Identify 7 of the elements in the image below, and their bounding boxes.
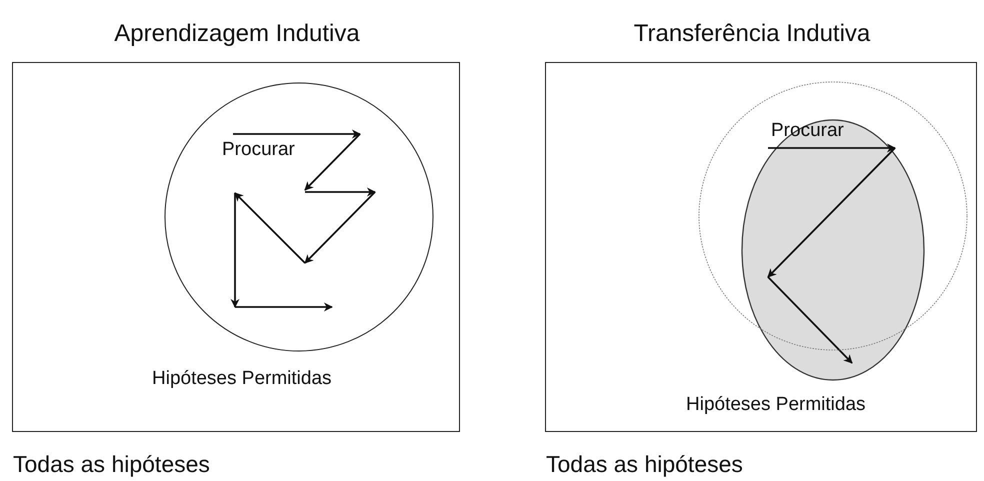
caption-label: Todas as hipóteses bbox=[546, 451, 743, 478]
panel-title: Aprendizagem Indutiva bbox=[113, 20, 361, 48]
caption-label: Hipóteses Permitidas bbox=[152, 368, 332, 390]
caption-label: Todas as hipóteses bbox=[13, 451, 210, 478]
panel-title: Transferência Indutiva bbox=[632, 20, 872, 48]
caption-label: Hipóteses Permitidas bbox=[686, 394, 866, 416]
node-label: Procurar bbox=[222, 139, 295, 161]
